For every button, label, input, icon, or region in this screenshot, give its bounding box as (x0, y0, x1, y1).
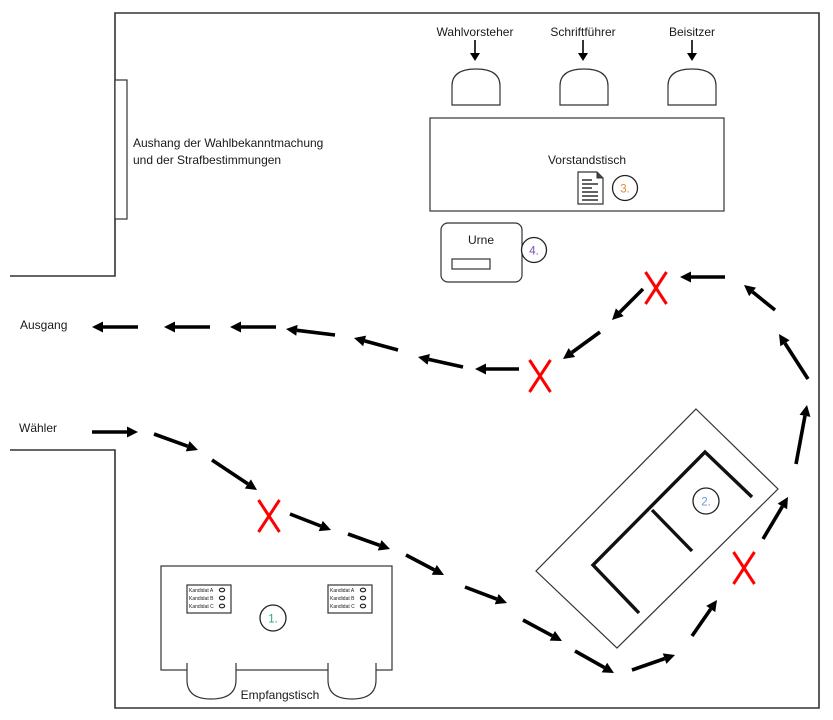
arrow-icon (92, 321, 138, 333)
arrow-icon (779, 334, 810, 380)
voting-booth: 2. (535, 408, 779, 649)
candidate-label: Kandidat C (189, 604, 214, 610)
candidate-label: Kandidat C (330, 604, 355, 610)
x-mark-icon (732, 551, 756, 585)
step-4-badge: 4. (520, 236, 548, 264)
official-label: Wahlvorsteher (437, 25, 514, 39)
voter-label: Wähler (19, 421, 57, 435)
arrow-icon (286, 324, 336, 337)
official-schriftfuehrer: Schriftführer (550, 25, 616, 106)
radio-option-icon (359, 587, 367, 593)
arrow-down-icon (687, 40, 697, 61)
urn-label: Urne (468, 233, 494, 247)
reception-table-label: Empfangstisch (241, 688, 320, 702)
document-icon (577, 171, 604, 205)
chair-icon (451, 68, 501, 106)
arrow-icon (744, 285, 777, 312)
step-3-badge: 3. (611, 174, 639, 202)
radio-option-icon (218, 595, 226, 601)
arrow-icon (563, 330, 602, 359)
arrow-icon (680, 271, 725, 283)
room-walls (10, 12, 820, 709)
candidate-label: Kandidat B (330, 596, 355, 602)
step-1-number: 1. (268, 614, 278, 626)
urn-slot (451, 258, 491, 270)
arrow-icon (690, 600, 717, 638)
ballot-card-left: Kandidat A Kandidat B Kandidat C (186, 584, 232, 614)
notice-board-label-line2: und der Strafbestimmungen (133, 153, 281, 167)
candidate-label: Kandidat A (330, 588, 355, 594)
arrow-icon (230, 321, 276, 333)
arrow-icon (289, 512, 331, 532)
step-2-number: 2. (701, 497, 711, 509)
radio-option-icon (218, 587, 226, 593)
official-label: Schriftführer (550, 25, 615, 39)
notice-board-panel (114, 79, 128, 220)
step-1-badge: 1. (259, 604, 287, 632)
chair-icon (327, 663, 377, 700)
radio-option-icon (359, 595, 367, 601)
step-3-number: 3. (620, 184, 630, 196)
arrow-icon (794, 405, 811, 465)
arrow-icon (612, 287, 645, 320)
arrow-icon (475, 363, 519, 375)
booth-walls (590, 449, 754, 615)
arrow-icon (405, 553, 444, 575)
board-table: Vorstandstisch 3. (429, 117, 725, 212)
candidate-label: Kandidat B (189, 596, 214, 602)
ballot-card-right: Kandidat A Kandidat B Kandidat C (327, 584, 373, 614)
x-mark-icon (644, 271, 668, 305)
arrow-icon (211, 458, 257, 490)
urn-box (440, 222, 523, 283)
arrow-down-icon (470, 40, 480, 61)
radio-option-icon (218, 603, 226, 609)
arrow-icon (92, 426, 138, 438)
radio-option-icon (359, 603, 367, 609)
arrow-icon (574, 649, 614, 673)
official-beisitzer: Beisitzer (667, 25, 717, 106)
arrow-icon (631, 653, 675, 672)
arrow-icon (153, 432, 198, 452)
booth-frame (535, 408, 779, 649)
chair-icon (186, 663, 237, 700)
x-mark-icon (257, 499, 281, 533)
checkpoint-marks (257, 271, 756, 585)
candidate-label: Kandidat A (189, 588, 214, 594)
arrow-icon (347, 532, 390, 551)
arrow-icon (464, 585, 507, 605)
arrow-icon (522, 618, 562, 641)
chair-icon (667, 68, 717, 106)
officials: Wahlvorsteher Schriftführer Beisitzer (437, 25, 717, 106)
official-wahlvorsteher: Wahlvorsteher (437, 25, 514, 106)
arrow-icon (761, 497, 788, 540)
board-table-surface (429, 117, 725, 212)
arrow-icon (354, 335, 399, 352)
arrow-icon (164, 321, 210, 333)
board-table-label: Vorstandstisch (548, 153, 626, 167)
step-2-badge: 2. (692, 487, 720, 515)
exit-label: Ausgang (20, 318, 67, 332)
step-4-number: 4. (529, 246, 539, 258)
voter-path-arrows (92, 271, 811, 673)
upper-wall (10, 12, 820, 709)
ballot-urn: Urne 4. (440, 222, 548, 283)
booth-divider (650, 508, 694, 553)
reception-table: Kandidat A Kandidat B Kandidat C Kandida… (160, 565, 393, 702)
chair-icon (559, 68, 609, 106)
x-mark-icon (528, 359, 552, 393)
arrow-icon (418, 354, 464, 369)
arrow-down-icon (578, 40, 588, 61)
notice-board-label-line1: Aushang der Wahlbekanntmachung (133, 136, 323, 150)
notice-board: Aushang der Wahlbekanntmachung und der S… (114, 79, 323, 220)
official-label: Beisitzer (669, 25, 715, 39)
